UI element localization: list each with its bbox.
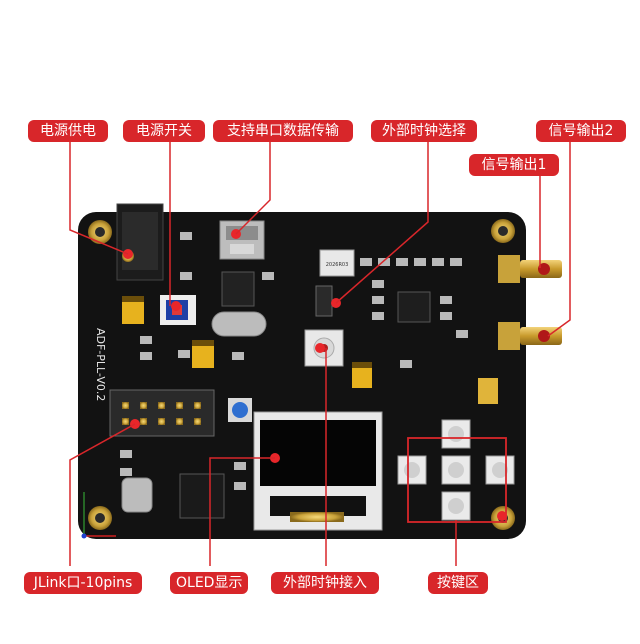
keypad-highlight-box <box>407 437 507 523</box>
usb-uart-chip <box>221 271 255 307</box>
mounting-hole <box>88 506 112 530</box>
callout-power-switch: 电源开关 <box>123 120 205 142</box>
axis-glyph <box>81 492 116 539</box>
keypad-buttons <box>397 419 515 521</box>
callout-keypad: 按键区 <box>428 572 488 594</box>
leader-line-oled <box>209 457 275 566</box>
clock-select-jumper <box>315 285 333 317</box>
oscillator-marking: 2026R03 <box>326 262 349 268</box>
marker-dot <box>497 511 507 521</box>
potentiometer <box>228 398 252 422</box>
pll-chip <box>397 291 431 323</box>
callout-ext-clock-select: 外部时钟选择 <box>371 120 477 142</box>
sma-connector-1 <box>498 322 562 350</box>
callout-power-supply: 电源供电 <box>28 120 108 142</box>
callout-serial-transfer: 支持串口数据传输 <box>213 120 353 142</box>
board-silkscreen-title: ADF-PLL-V0.2 <box>94 328 107 401</box>
marker-dot <box>171 301 181 311</box>
callout-jlink: JLink口-10pins <box>24 572 142 594</box>
tantalum-capacitor <box>192 340 214 368</box>
micro-usb-connector <box>219 220 265 260</box>
rf-symbol <box>478 378 498 404</box>
leader-line-ext-clock-select <box>335 142 429 304</box>
marker-dot <box>123 249 133 259</box>
crystal <box>211 311 267 337</box>
leader-line-signal-out-2 <box>547 142 571 337</box>
callout-signal-out-2: 信号输出2 <box>536 120 626 142</box>
dc-power-jack <box>116 203 164 281</box>
leader-line-power-supply <box>69 142 129 255</box>
leader-line-serial <box>235 142 271 235</box>
tantalum-capacitor <box>122 296 144 324</box>
mcu-chip <box>179 473 225 519</box>
marker-dot <box>315 343 325 353</box>
tantalum-capacitor <box>352 362 372 388</box>
crystal <box>121 477 153 513</box>
callout-signal-out-1: 信号输出1 <box>469 154 559 176</box>
oled-display <box>253 411 383 531</box>
sma-connector-2 <box>498 255 562 283</box>
callout-ext-clock-in: 外部时钟接入 <box>271 572 379 594</box>
tcxo-oscillator <box>319 249 355 277</box>
leader-line-jlink <box>69 423 136 566</box>
mounting-hole <box>88 220 112 244</box>
callout-oled: OLED显示 <box>170 572 248 594</box>
mounting-hole <box>491 219 515 243</box>
